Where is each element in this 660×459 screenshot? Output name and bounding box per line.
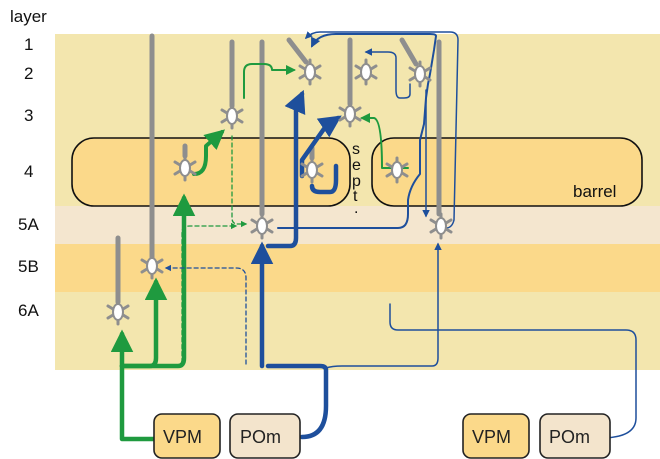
right-l2-loop	[364, 48, 411, 99]
septum-letter-e: e	[352, 157, 361, 174]
septal-l4-to-l3-projection	[360, 113, 409, 169]
neuron-l2-upper	[354, 58, 378, 86]
septum-letter-p: p	[352, 173, 361, 190]
layer-title: layer	[10, 7, 47, 26]
vpm-branch-5a-dashed	[175, 222, 238, 367]
pom-label-right: POm	[549, 427, 590, 447]
layer-label-5b: 5B	[18, 257, 39, 276]
dendrite-l2-center	[286, 37, 309, 65]
septum-label: s e p t .	[352, 141, 361, 217]
neuron-l3-right	[338, 100, 362, 128]
pom-box-left	[229, 413, 301, 459]
pom-pathway	[164, 31, 637, 440]
layer-labels: layer 1 2 3 4 5A 5B 6A	[10, 7, 47, 320]
dendrite-l2-right	[399, 37, 419, 67]
septum-letter-s: s	[352, 141, 360, 158]
dendrites	[115, 33, 442, 305]
layer-label-1: 1	[24, 35, 33, 54]
pom-to-l1-loop	[265, 89, 306, 249]
pom-branch-5a-right	[325, 242, 442, 369]
vpm-box-left	[153, 413, 221, 459]
pom-label-left: POm	[240, 427, 281, 447]
l3-to-l2-projection	[243, 63, 296, 99]
l4-mid-loop	[309, 163, 339, 195]
layer-label-3: 3	[24, 106, 33, 125]
neuron-l2-center	[298, 58, 322, 86]
l3-to-l5a-dashed	[231, 135, 248, 228]
layer-label-4: 4	[24, 162, 33, 181]
pom-to-l4-septum	[299, 115, 342, 179]
neuron-l5a-mid	[250, 212, 274, 240]
right-vpm-return	[389, 303, 637, 439]
vpm-box-right	[462, 413, 530, 459]
layer-band-5a	[55, 206, 660, 244]
pom-trunk	[265, 363, 329, 440]
layer-label-6a: 6A	[18, 301, 39, 320]
layer-band-6a	[55, 292, 660, 370]
pom-box-right	[539, 413, 611, 459]
l4-to-l3-projection	[192, 129, 226, 176]
neuron-l4-mid	[300, 156, 324, 184]
neuron-l5b	[140, 252, 164, 280]
vpm-label-right: VPM	[472, 427, 511, 447]
layer-label-2: 2	[24, 64, 33, 83]
neuron-l6a	[106, 298, 130, 326]
barrel-label: barrel	[573, 182, 616, 201]
neuron-l2-right	[408, 60, 432, 88]
pom-branch-5b-dashed	[164, 264, 247, 365]
layer-band-5b	[55, 244, 660, 292]
neurons	[106, 58, 453, 326]
neuron-l5a-right	[429, 212, 453, 240]
thalamic-nuclei: VPM POm VPM POm	[153, 413, 611, 459]
septum-letter-t: t	[353, 188, 358, 205]
septum-letter-dot: .	[354, 200, 358, 217]
neuron-l4-left	[173, 154, 197, 182]
neuron-l3-left	[220, 102, 244, 130]
neuron-l4-septal	[385, 156, 409, 184]
right-l5a-to-l2	[304, 31, 459, 229]
vpm-label-left: VPM	[163, 427, 202, 447]
layer-label-5a: 5A	[18, 215, 39, 234]
